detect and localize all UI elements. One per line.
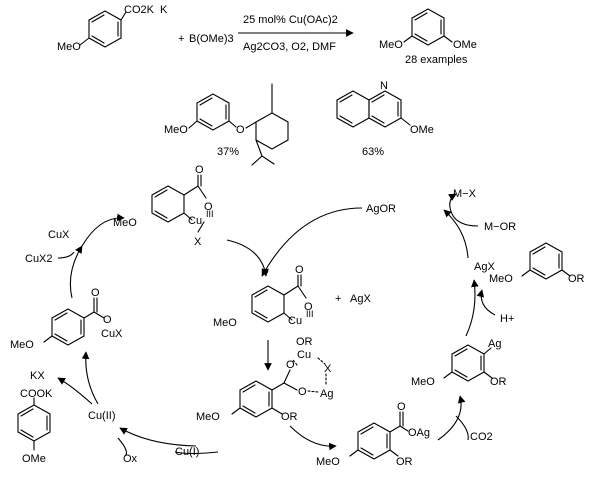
arrow-m-x	[448, 193, 457, 215]
cux-label: CuX	[48, 229, 70, 241]
ts-x: X	[324, 363, 332, 375]
starting-material: CO2K K MeO	[57, 4, 168, 53]
arrow-m-or	[451, 213, 479, 227]
arrow-to-ester	[289, 425, 337, 451]
arrow-cu1-to-cu2	[119, 427, 197, 447]
potassium-benzoate: COOK OMe	[17, 388, 53, 465]
m-or: M−OR	[484, 221, 516, 233]
product-methoxy-left: MeO	[379, 39, 403, 51]
agx-byproduct: AgX	[350, 293, 371, 305]
carbonyl-o-2: O	[295, 264, 304, 276]
ester-carbonyl-o: O	[397, 401, 406, 413]
example2-methoxy: OMe	[410, 124, 434, 136]
example2-yield: 63%	[362, 146, 384, 158]
agx-side: AgX	[474, 261, 495, 273]
aryl-or-methoxy: MeO	[196, 411, 220, 423]
aryl-or-intermediate: O Cu X O Ag MeO OR	[196, 349, 333, 423]
m-x: M−X	[453, 188, 477, 200]
cu3-complex-or: O O MeO Cu III OR	[213, 264, 314, 348]
arrow-decarboxylation	[437, 395, 466, 441]
potassium-label: K	[160, 4, 168, 16]
arrow-kx-release	[57, 377, 93, 405]
borate-label: B(OMe)3	[189, 33, 234, 45]
proton-label: H+	[500, 313, 514, 325]
cu3-ligand-x: X	[194, 236, 202, 248]
cu2-label: Cu(II)	[88, 410, 116, 422]
cu3-methoxy-2: MeO	[213, 317, 237, 329]
cu3-metal-1: Cu	[188, 215, 202, 227]
arrow-cux2-branch	[57, 251, 75, 259]
arrow-product-release	[476, 289, 496, 316]
product-dimethoxybenzene: MeO OMe 28 examples	[379, 8, 477, 66]
cu3-complex-x: O O MeO Cu III X	[113, 164, 214, 248]
cu3-ligand-or: OR	[296, 336, 313, 348]
example1-methoxy: MeO	[164, 124, 188, 136]
product-methoxy-right: OMe	[453, 39, 477, 51]
ester-oag: OAg	[408, 427, 430, 439]
example-menthyl-ether: MeO O 37%	[164, 83, 289, 166]
cu1-label: Cu(I)	[175, 446, 199, 458]
arrow-co2-branch	[455, 415, 469, 441]
aryl-ester-oag: O OAg MeO OR	[316, 401, 430, 468]
aryl-ag-or: OR	[490, 376, 507, 388]
cu-benzoate-cux: CuX	[101, 328, 123, 340]
conditions-label: Ag2CO3, O2, DMF	[243, 41, 336, 53]
ring-o-1: O	[204, 201, 213, 213]
cu3-oxidation-1: III	[206, 209, 214, 219]
ester-or: OR	[396, 456, 413, 468]
arrow-ox-branch	[117, 437, 127, 457]
kx-label: KX	[30, 370, 45, 382]
ts-o-bottom: O	[298, 386, 307, 398]
co2-label: CO2	[470, 431, 493, 443]
ring-o-2: O	[304, 301, 313, 313]
carbonyl-o-1: O	[195, 164, 204, 176]
example1-yield: 37%	[217, 146, 239, 158]
aryl-ag-methoxy: MeO	[411, 376, 435, 388]
example-methoxyquinoline: N OMe 63%	[336, 80, 434, 158]
ox-label: Ox	[123, 453, 138, 465]
arrow-to-cux	[69, 245, 83, 299]
cycle-product-or: OR	[568, 273, 585, 285]
cu3-oxidation-2: III	[306, 309, 314, 319]
catalyst-label: 25 mol% Cu(OAc)2	[243, 14, 338, 26]
cu-benzoate-carbonyl-o: O	[91, 287, 100, 299]
arrow-agx-regen	[443, 209, 469, 259]
plus-agx: +	[335, 293, 341, 305]
cycle-product-methoxy: MeO	[489, 273, 513, 285]
arrow-to-cu3-or	[226, 239, 269, 277]
aryl-or-group: OR	[281, 411, 298, 423]
cu3-methoxy-1: MeO	[113, 217, 137, 229]
benzoate-ester: COOK	[20, 388, 53, 400]
cycle-product: MeO OR	[489, 242, 585, 285]
arrow-to-cu3-x	[81, 213, 125, 247]
cu3-metal-2: Cu	[288, 315, 302, 327]
arrow-cu1-segment	[174, 451, 219, 455]
ag-or: AgOR	[366, 203, 396, 215]
arrow-agor-in	[261, 207, 363, 277]
methoxy-label: MeO	[57, 41, 81, 53]
ts-ag: Ag	[320, 388, 333, 400]
benzoate-methoxy: OMe	[22, 453, 46, 465]
ester-label: CO2K	[124, 4, 155, 16]
example2-nitrogen: N	[380, 80, 388, 92]
cu-benzoate-methoxy: MeO	[10, 339, 34, 351]
aryl-ag-intermediate: Ag OR MeO	[411, 338, 507, 388]
plus-sign: +	[178, 33, 184, 45]
cu-benzoate-o: O	[103, 314, 112, 326]
copper-benzoate: O O CuX MeO	[10, 287, 123, 351]
cux2-label: CuX2	[25, 253, 53, 265]
aryl-ag-metal: Ag	[488, 338, 501, 350]
examples-count: 28 examples	[405, 54, 468, 66]
ts-o-top: O	[286, 359, 295, 371]
ts-cu: Cu	[297, 349, 311, 361]
arrow-protonation	[465, 279, 479, 337]
arrow-to-cu-ester	[81, 351, 99, 405]
example1-oxygen: O	[236, 124, 245, 136]
ester-methoxy: MeO	[316, 456, 340, 468]
